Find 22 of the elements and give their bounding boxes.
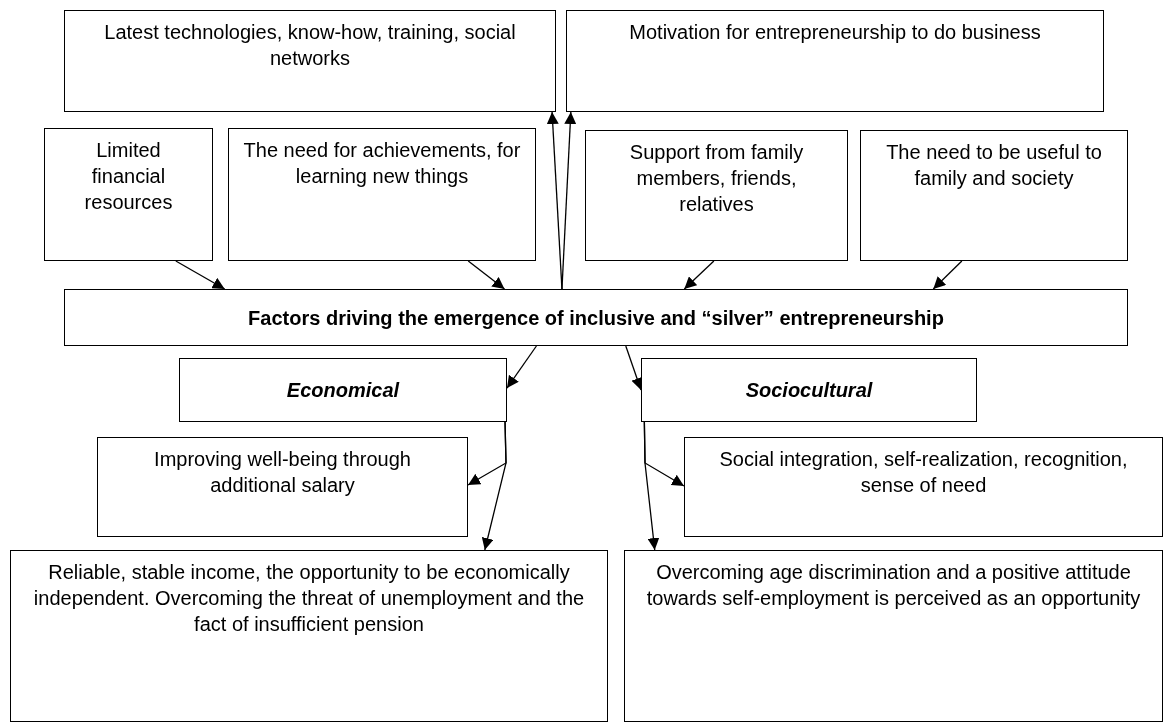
arrow bbox=[506, 345, 538, 389]
text-box: The need for achievements, for learning new things bbox=[228, 128, 536, 261]
arrow bbox=[932, 260, 963, 290]
arrow bbox=[561, 111, 577, 290]
arrow bbox=[175, 260, 226, 290]
text-box: Reliable, stable income, the opportunity to be economically independent. Overcoming the threat of unemployment and the fact of insufficient pension bbox=[10, 550, 608, 722]
text-box: The need to be useful to family and society bbox=[860, 130, 1128, 261]
text-box: Latest technologies, know-how, training, social networks bbox=[64, 10, 556, 112]
text-box: Social integration, self-realization, recognition, sense of need bbox=[684, 437, 1163, 537]
arrow bbox=[467, 260, 506, 290]
text-box: Overcoming age discrimination and a positive attitude towards self-employment is perceived as an opportunity bbox=[624, 550, 1163, 722]
arrow bbox=[643, 421, 660, 551]
text-box: Economical bbox=[179, 358, 507, 422]
text-box: Factors driving the emergence of inclusive and “silver” entrepreneurship bbox=[64, 289, 1128, 346]
arrow bbox=[625, 345, 643, 391]
text-box: Sociocultural bbox=[641, 358, 977, 422]
arrow bbox=[481, 421, 507, 551]
text-box: Improving well-being through additional salary bbox=[97, 437, 468, 537]
text-box: Support from family members, friends, relatives bbox=[585, 130, 848, 261]
text-box: Motivation for entrepreneurship to do business bbox=[566, 10, 1104, 112]
arrow bbox=[683, 260, 715, 290]
text-box: Limited financial resources bbox=[44, 128, 213, 261]
